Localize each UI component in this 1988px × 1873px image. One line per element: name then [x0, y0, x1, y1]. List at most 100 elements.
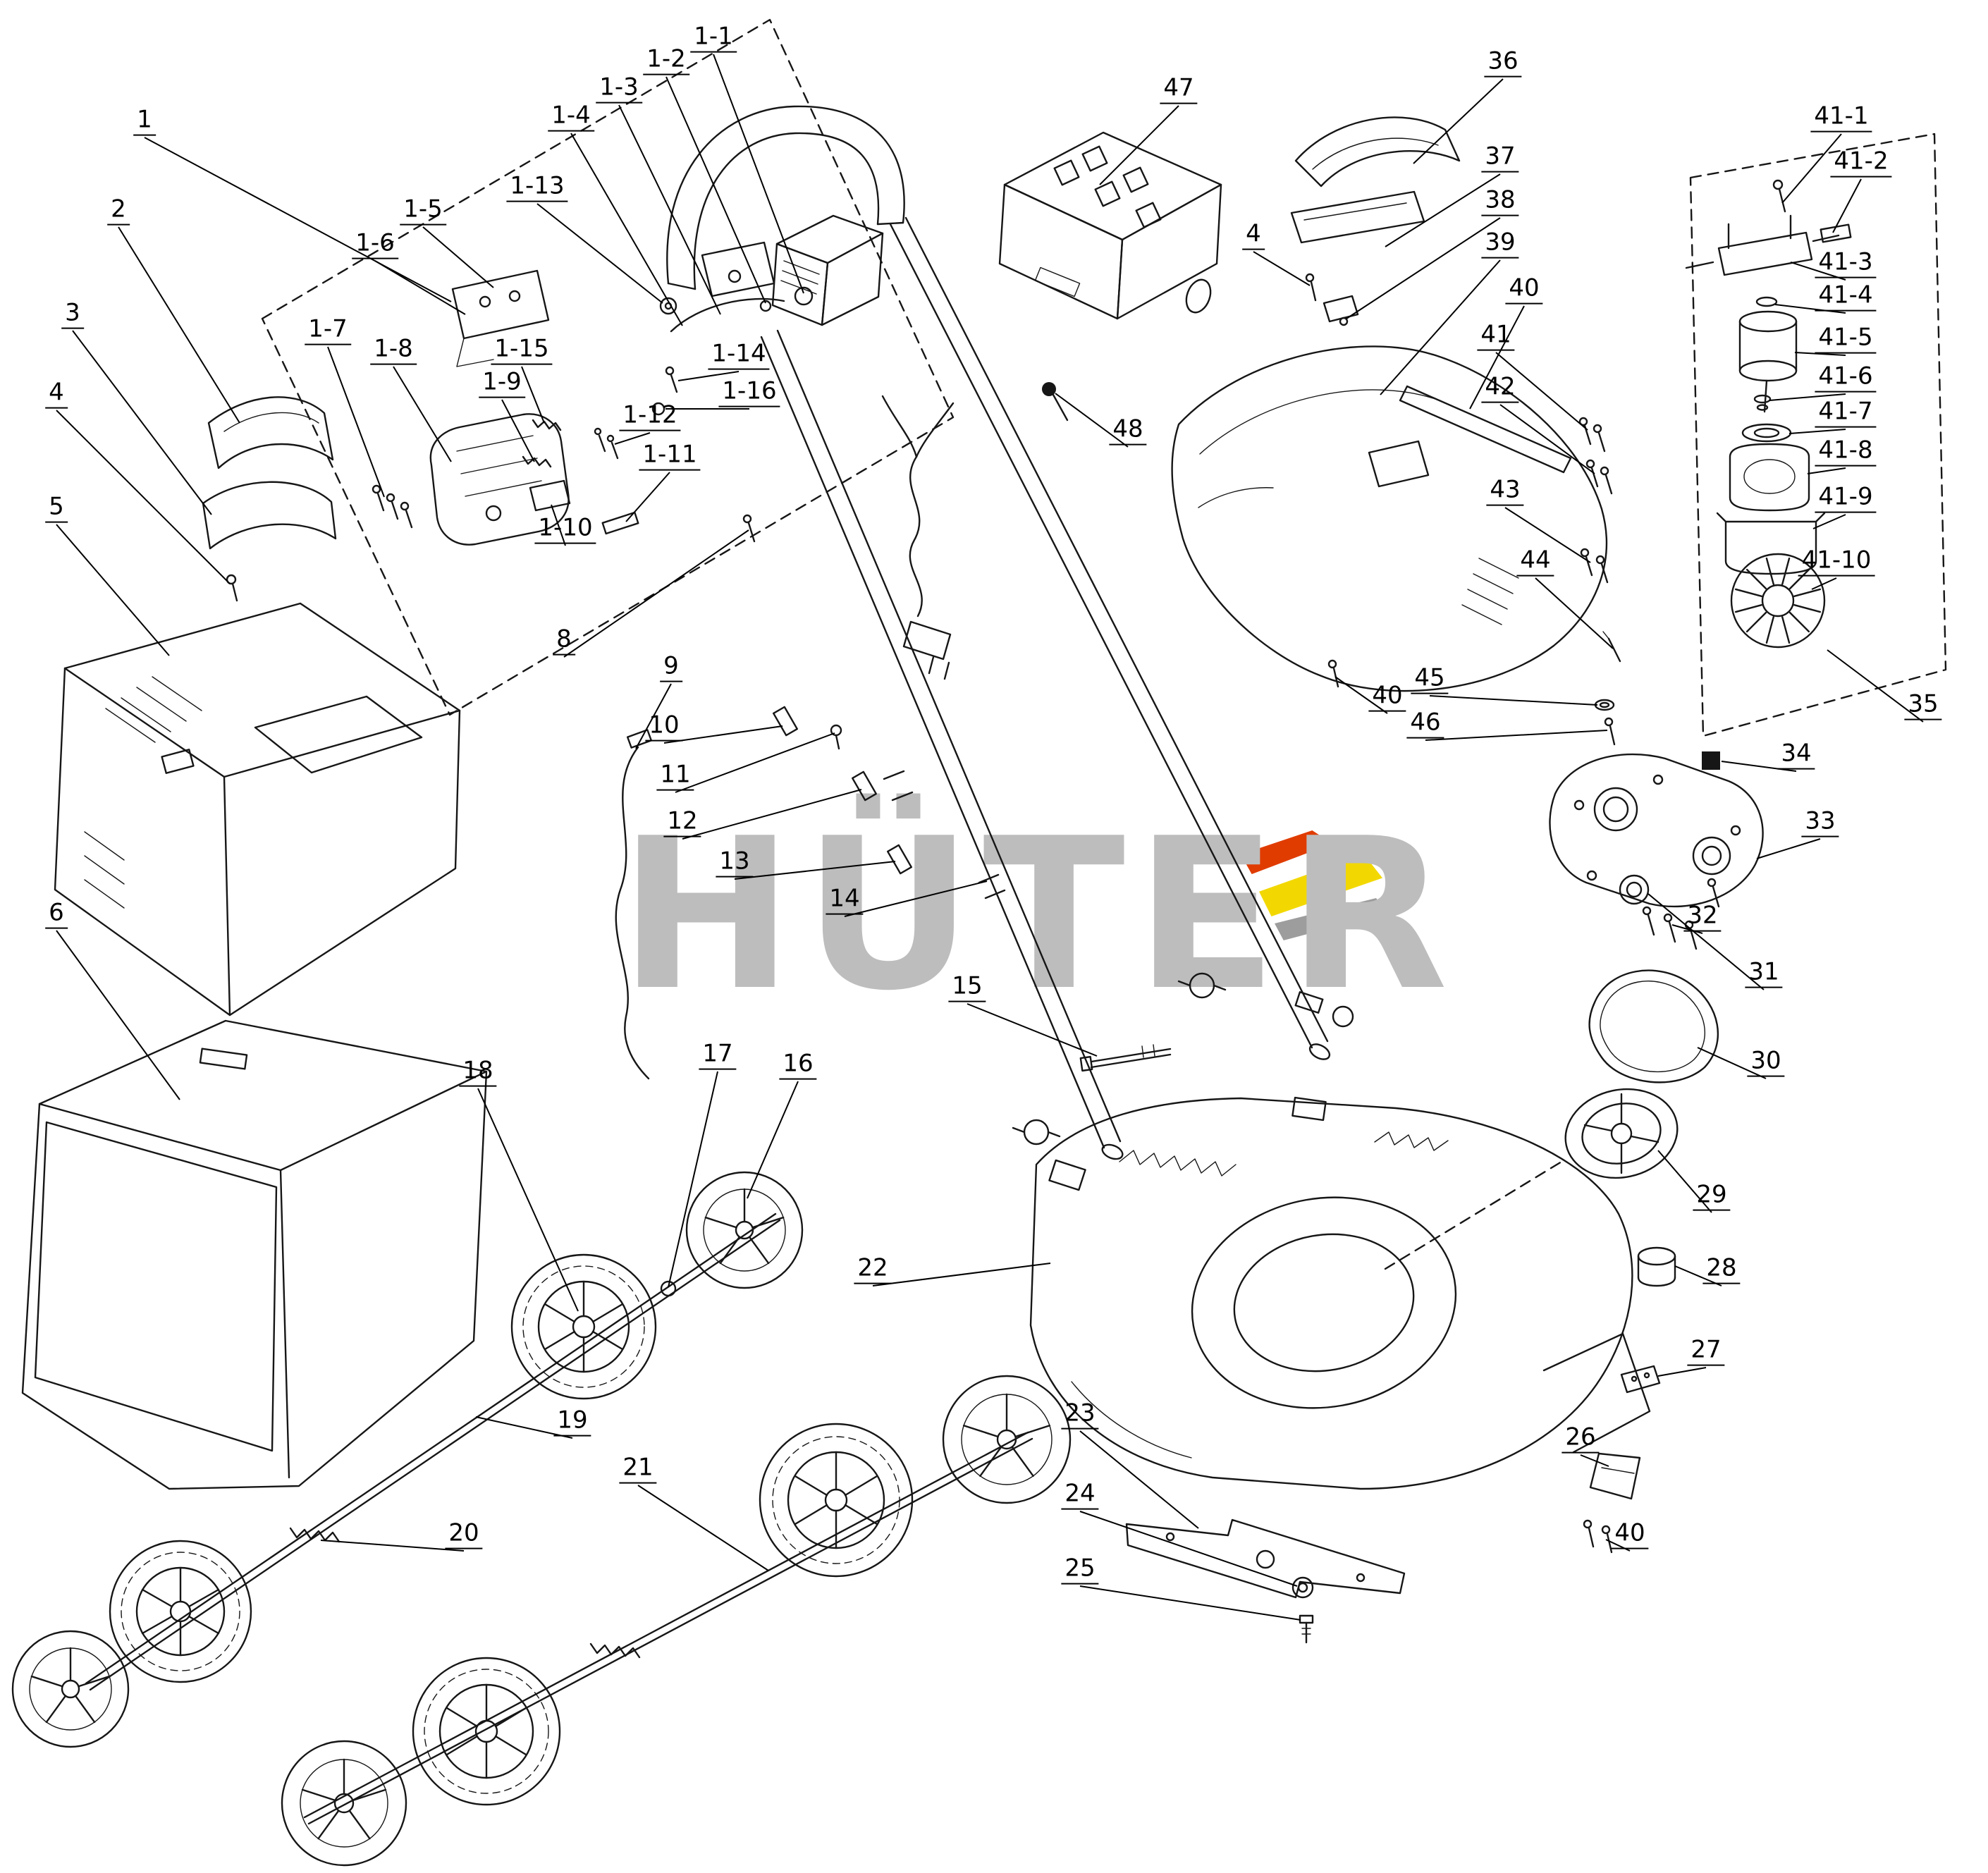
part-label-1-7: 1-7: [305, 316, 351, 345]
part-label-1-10: 1-10: [534, 515, 596, 544]
coupler-28: [1637, 1246, 1676, 1287]
part-label-41-9: 41-9: [1815, 484, 1877, 513]
screw-46: [1604, 717, 1616, 746]
motor-fan: [1730, 553, 1826, 649]
part-label-39: 39: [1481, 229, 1519, 259]
wheel: [109, 1540, 252, 1683]
handle-knobs: [1012, 972, 1354, 1146]
part-label-1-15: 1-15: [491, 336, 553, 365]
part-label-27: 27: [1687, 1337, 1725, 1366]
part-label-40: 40: [1611, 1520, 1649, 1549]
part-label-31: 31: [1745, 959, 1783, 988]
part-label-40: 40: [1368, 682, 1406, 712]
part-label-45: 45: [1411, 665, 1449, 694]
part-label-1-11: 1-11: [639, 441, 701, 471]
part-label-30: 30: [1747, 1048, 1785, 1077]
part-label-41-10: 41-10: [1798, 547, 1875, 577]
part-label-1-13: 1-13: [506, 173, 568, 202]
part-label-41-3: 41-3: [1815, 249, 1877, 278]
part-label-1-2: 1-2: [643, 46, 689, 75]
charger-housing: [54, 602, 461, 1017]
part-label-14: 14: [826, 885, 864, 915]
part-label-29: 29: [1693, 1181, 1731, 1211]
part-label-36: 36: [1484, 48, 1522, 78]
part-label-6: 6: [45, 899, 68, 929]
part-label-1: 1: [133, 106, 156, 136]
part-label-4: 4: [1242, 221, 1265, 250]
part-label-47: 47: [1160, 75, 1198, 104]
part-label-41-5: 41-5: [1815, 324, 1877, 354]
part-label-41-7: 41-7: [1815, 398, 1877, 428]
part-label-5: 5: [45, 493, 68, 523]
part-label-13: 13: [716, 848, 754, 878]
belt-cover-plate: [1549, 753, 1764, 908]
part-label-2: 2: [107, 196, 130, 226]
part-label-41-2: 41-2: [1830, 148, 1892, 178]
part-label-40: 40: [1505, 275, 1543, 305]
wheel-cap: [942, 1375, 1072, 1504]
part-label-4: 4: [45, 379, 68, 409]
part-label-12: 12: [663, 808, 701, 837]
wheel-cap: [11, 1630, 130, 1748]
square-34: [1702, 751, 1720, 770]
part-label-26: 26: [1561, 1424, 1600, 1454]
power-cord: [881, 395, 955, 680]
grass-catcher-box: [21, 1019, 488, 1490]
dashed-box-motor-assembly: [1689, 133, 1947, 737]
motor-parts: [1685, 179, 1852, 649]
part-label-24: 24: [1061, 1480, 1099, 1510]
part-label-44: 44: [1516, 547, 1554, 577]
part-label-41: 41: [1477, 321, 1515, 351]
deflector-26: [1589, 1452, 1641, 1500]
bearing-31: [1619, 874, 1650, 905]
part-label-3: 3: [61, 300, 84, 329]
part-label-1-1: 1-1: [690, 23, 737, 53]
part-label-9: 9: [660, 653, 682, 682]
wheel: [412, 1657, 561, 1806]
part-label-1-12: 1-12: [619, 402, 681, 431]
part-label-48: 48: [1109, 416, 1147, 446]
dashed-box-handle-assembly: [261, 18, 955, 716]
part-label-41-4: 41-4: [1815, 282, 1877, 312]
part-label-42: 42: [1481, 374, 1519, 403]
part-label-1-3: 1-3: [596, 74, 642, 104]
part-label-34: 34: [1777, 740, 1815, 770]
part-label-43: 43: [1486, 477, 1524, 506]
wheel-cap: [281, 1740, 407, 1867]
part-label-10: 10: [645, 712, 683, 742]
part-label-1-5: 1-5: [400, 196, 446, 226]
part-label-19: 19: [553, 1407, 591, 1437]
carriage-bolt-15: [1079, 1044, 1172, 1072]
part-label-1-9: 1-9: [479, 369, 525, 398]
spring: [289, 1527, 340, 1543]
part-label-37: 37: [1481, 143, 1519, 173]
controller-box: [998, 131, 1222, 320]
part-label-17: 17: [699, 1040, 737, 1070]
part-label-1-14: 1-14: [708, 340, 770, 370]
part-label-35: 35: [1904, 691, 1942, 720]
part-label-25: 25: [1061, 1555, 1099, 1585]
part-label-28: 28: [1702, 1255, 1741, 1284]
part-label-11: 11: [656, 761, 694, 791]
part-label-38: 38: [1481, 187, 1519, 216]
spring: [589, 1642, 641, 1659]
part-label-41-8: 41-8: [1815, 437, 1877, 467]
part-label-1-8: 1-8: [370, 336, 417, 365]
part-label-32: 32: [1683, 902, 1722, 932]
part-label-15: 15: [948, 973, 986, 1002]
part-label-1-16: 1-16: [718, 378, 780, 407]
plate-27: [1620, 1365, 1661, 1394]
part-label-18: 18: [459, 1057, 497, 1087]
part-label-1-6: 1-6: [352, 230, 398, 259]
part-label-46: 46: [1406, 709, 1444, 739]
part-label-20: 20: [445, 1520, 483, 1549]
part-label-41-1: 41-1: [1810, 103, 1872, 133]
part-label-21: 21: [619, 1454, 657, 1484]
part-label-41-6: 41-6: [1815, 363, 1877, 393]
part-label-23: 23: [1061, 1400, 1099, 1430]
part-label-22: 22: [854, 1255, 892, 1284]
part-label-33: 33: [1801, 808, 1839, 837]
part-label-1-4: 1-4: [548, 102, 594, 132]
